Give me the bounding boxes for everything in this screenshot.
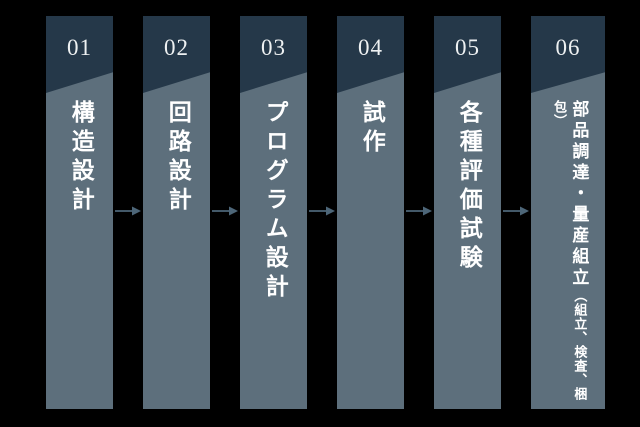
step-label: 試作 <box>357 100 385 158</box>
step-header: 03 <box>240 16 307 93</box>
right-arrow-icon <box>115 205 141 217</box>
step-header: 01 <box>46 16 113 93</box>
step-label-wrap: 部品調達・量産組立（組立、検査、梱包） <box>531 100 605 403</box>
step-label-wrap: 各種評価試験 <box>434 100 501 403</box>
step-number: 02 <box>164 35 189 60</box>
right-arrow-icon <box>212 205 238 217</box>
right-arrow-icon <box>309 205 335 217</box>
step-column-5: 05 各種評価試験 <box>434 16 501 409</box>
step-header: 05 <box>434 16 501 93</box>
step-label: 回路設計 <box>163 100 191 216</box>
step-label-main: 各種評価試験 <box>455 100 482 274</box>
step-label-sub: （組立、検査、梱包） <box>551 100 587 401</box>
step-label-main: 部品調達・量産組立 <box>568 100 589 289</box>
step-label-wrap: 回路設計 <box>143 100 210 403</box>
step-column-6: 06 部品調達・量産組立（組立、検査、梱包） <box>531 16 605 409</box>
step-column-2: 02 回路設計 <box>143 16 210 409</box>
step-header: 02 <box>143 16 210 93</box>
step-label-main: 試作 <box>358 100 385 158</box>
step-number: 06 <box>555 35 581 60</box>
step-label: プログラム設計 <box>260 100 288 303</box>
step-label: 構造設計 <box>66 100 94 216</box>
step-column-4: 04 試作 <box>337 16 404 409</box>
step-label-wrap: 構造設計 <box>46 100 113 403</box>
step-label: 部品調達・量産組立（組立、検査、梱包） <box>548 100 589 403</box>
right-arrow-icon <box>503 205 529 217</box>
step-number: 04 <box>358 35 383 60</box>
step-number: 01 <box>67 35 92 60</box>
step-label-wrap: プログラム設計 <box>240 100 307 403</box>
step-label-wrap: 試作 <box>337 100 404 403</box>
step-number: 03 <box>261 35 286 60</box>
step-column-3: 03 プログラム設計 <box>240 16 307 409</box>
step-column-1: 01 構造設計 <box>46 16 113 409</box>
step-header: 06 <box>531 16 605 93</box>
step-label-main: 回路設計 <box>164 100 191 216</box>
step-label: 各種評価試験 <box>454 100 482 274</box>
step-number: 05 <box>455 35 480 60</box>
step-label-main: プログラム設計 <box>261 100 288 303</box>
step-label-main: 構造設計 <box>67 100 94 216</box>
right-arrow-icon <box>406 205 432 217</box>
step-header: 04 <box>337 16 404 93</box>
